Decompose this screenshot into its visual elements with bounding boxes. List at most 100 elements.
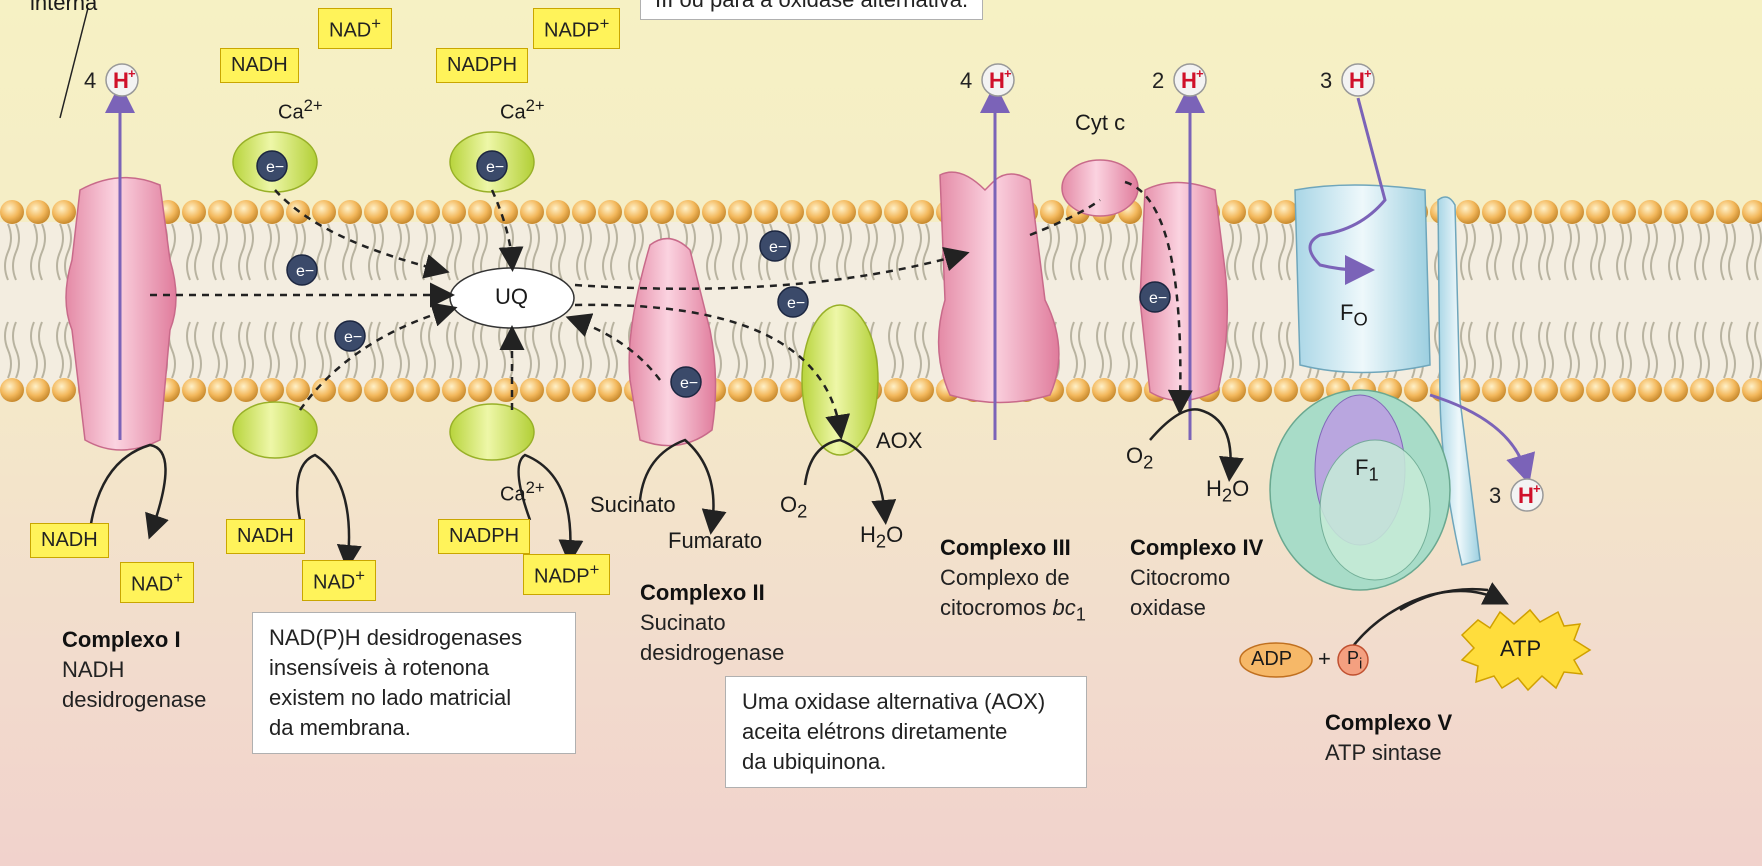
nadph-top-box: NADPH <box>436 48 528 83</box>
aox-note: Uma oxidase alternativa (AOX) aceita elé… <box>725 676 1087 788</box>
uq-label: UQ <box>495 284 528 310</box>
lipid-head <box>1482 378 1506 402</box>
lipid-head <box>1222 378 1246 402</box>
electron-symbol: e− <box>787 295 805 312</box>
proton-charge: + <box>1533 481 1541 496</box>
pi-label: Pi <box>1347 648 1362 673</box>
lipid-head <box>442 378 466 402</box>
lipid-head <box>676 200 700 224</box>
lipid-head <box>1404 378 1428 402</box>
nadh-complex-i-box: NADH <box>30 523 109 558</box>
ca-label-2: Ca2+ <box>500 96 545 125</box>
lipid-head <box>598 200 622 224</box>
lipid-head <box>234 378 258 402</box>
complex-i-title: Complexo I <box>62 627 181 653</box>
electron-symbol: e− <box>1149 290 1167 307</box>
lipid-head <box>390 378 414 402</box>
complex-iii-title: Complexo III <box>940 535 1071 561</box>
lipid-head <box>858 200 882 224</box>
nadp-plus-internal-box: NADP+ <box>523 554 610 595</box>
lipid-head <box>546 378 570 402</box>
nadph-internal-box: NADPH <box>438 519 530 554</box>
lipid-head <box>1274 200 1298 224</box>
top-left-fragment: interna <box>30 0 97 16</box>
aox-shape <box>802 305 878 455</box>
lipid-head <box>1118 378 1142 402</box>
lipid-head <box>1586 200 1610 224</box>
electron-symbol: e− <box>680 375 698 392</box>
lipid-head <box>1066 378 1090 402</box>
lipid-head <box>26 200 50 224</box>
electron-symbol: e− <box>266 159 284 176</box>
electron-symbol: e− <box>296 263 314 280</box>
lipid-head <box>832 200 856 224</box>
lipid-head <box>1040 200 1064 224</box>
complex-v-subtitle: ATP sintase <box>1325 738 1442 768</box>
complex-i-subtitle: NADH desidrogenase <box>62 655 206 715</box>
lipid-head <box>1534 378 1558 402</box>
o2-label-aox: O2 <box>780 492 807 522</box>
electron-symbol: e− <box>486 159 504 176</box>
proton-symbol: H <box>1518 483 1534 508</box>
complex-iii-subtitle: Complexo decitocromos bc1 <box>940 563 1086 629</box>
o2-label-c4: O2 <box>1126 443 1153 473</box>
lipid-head <box>1690 200 1714 224</box>
lipid-head <box>338 200 362 224</box>
lipid-head <box>1274 378 1298 402</box>
lipid-head <box>1300 378 1324 402</box>
nad-plus-top-box: NAD+ <box>318 8 392 49</box>
lipid-head <box>728 378 752 402</box>
rotenone-note: NAD(P)H desidrogenases insensíveis à rot… <box>252 612 576 754</box>
lipid-head <box>312 200 336 224</box>
complex-iv-subtitle: Citocromo oxidase <box>1130 563 1230 623</box>
lipid-head <box>26 378 50 402</box>
lipid-head <box>598 378 622 402</box>
lipid-head <box>1534 200 1558 224</box>
top-note-fragment: III ou para a oxidase alternativa. <box>640 0 983 20</box>
electron-symbol: e− <box>344 329 362 346</box>
lipid-head <box>1664 200 1688 224</box>
proton-symbol: H <box>1181 68 1197 93</box>
nadh-internal-box: NADH <box>226 519 305 554</box>
nad-plus-complex-i-box: NAD+ <box>120 562 194 603</box>
lipid-head <box>884 200 908 224</box>
lipid-head <box>1508 200 1532 224</box>
lipid-head <box>1664 378 1688 402</box>
membrane-top-heads <box>0 200 1762 224</box>
aox-label: AOX <box>876 428 922 454</box>
lipid-head <box>0 200 24 224</box>
proton-symbol: H <box>989 68 1005 93</box>
membrane-core <box>0 222 1762 387</box>
proton-charge: + <box>128 66 136 81</box>
lipid-head <box>1690 378 1714 402</box>
complex-iii-shape <box>939 172 1059 402</box>
lipid-head <box>364 378 388 402</box>
lipid-head <box>910 378 934 402</box>
lipid-head <box>52 378 76 402</box>
lipid-head <box>780 378 804 402</box>
lipid-head <box>442 200 466 224</box>
lipid-head <box>1716 378 1740 402</box>
nadh-top-box: NADH <box>220 48 299 83</box>
lipid-head <box>494 378 518 402</box>
lipid-head <box>1248 200 1272 224</box>
lipid-head <box>1482 200 1506 224</box>
lipid-head <box>1560 200 1584 224</box>
lipid-head <box>728 200 752 224</box>
lipid-head <box>182 378 206 402</box>
lipid-head <box>52 200 76 224</box>
plus-label: + <box>1318 646 1331 672</box>
lipid-head <box>1612 378 1636 402</box>
lipid-head <box>1560 378 1584 402</box>
lipid-head <box>520 200 544 224</box>
lipid-head <box>1222 200 1246 224</box>
proton-count: 2 <box>1152 68 1164 93</box>
lipid-head <box>806 200 830 224</box>
lipid-head <box>702 200 726 224</box>
lipid-head <box>468 200 492 224</box>
electron-symbol: e− <box>769 239 787 256</box>
lipid-head <box>1456 200 1480 224</box>
lipid-head <box>1612 200 1636 224</box>
lipid-head <box>1508 378 1532 402</box>
cyt-c-label: Cyt c <box>1075 110 1125 136</box>
